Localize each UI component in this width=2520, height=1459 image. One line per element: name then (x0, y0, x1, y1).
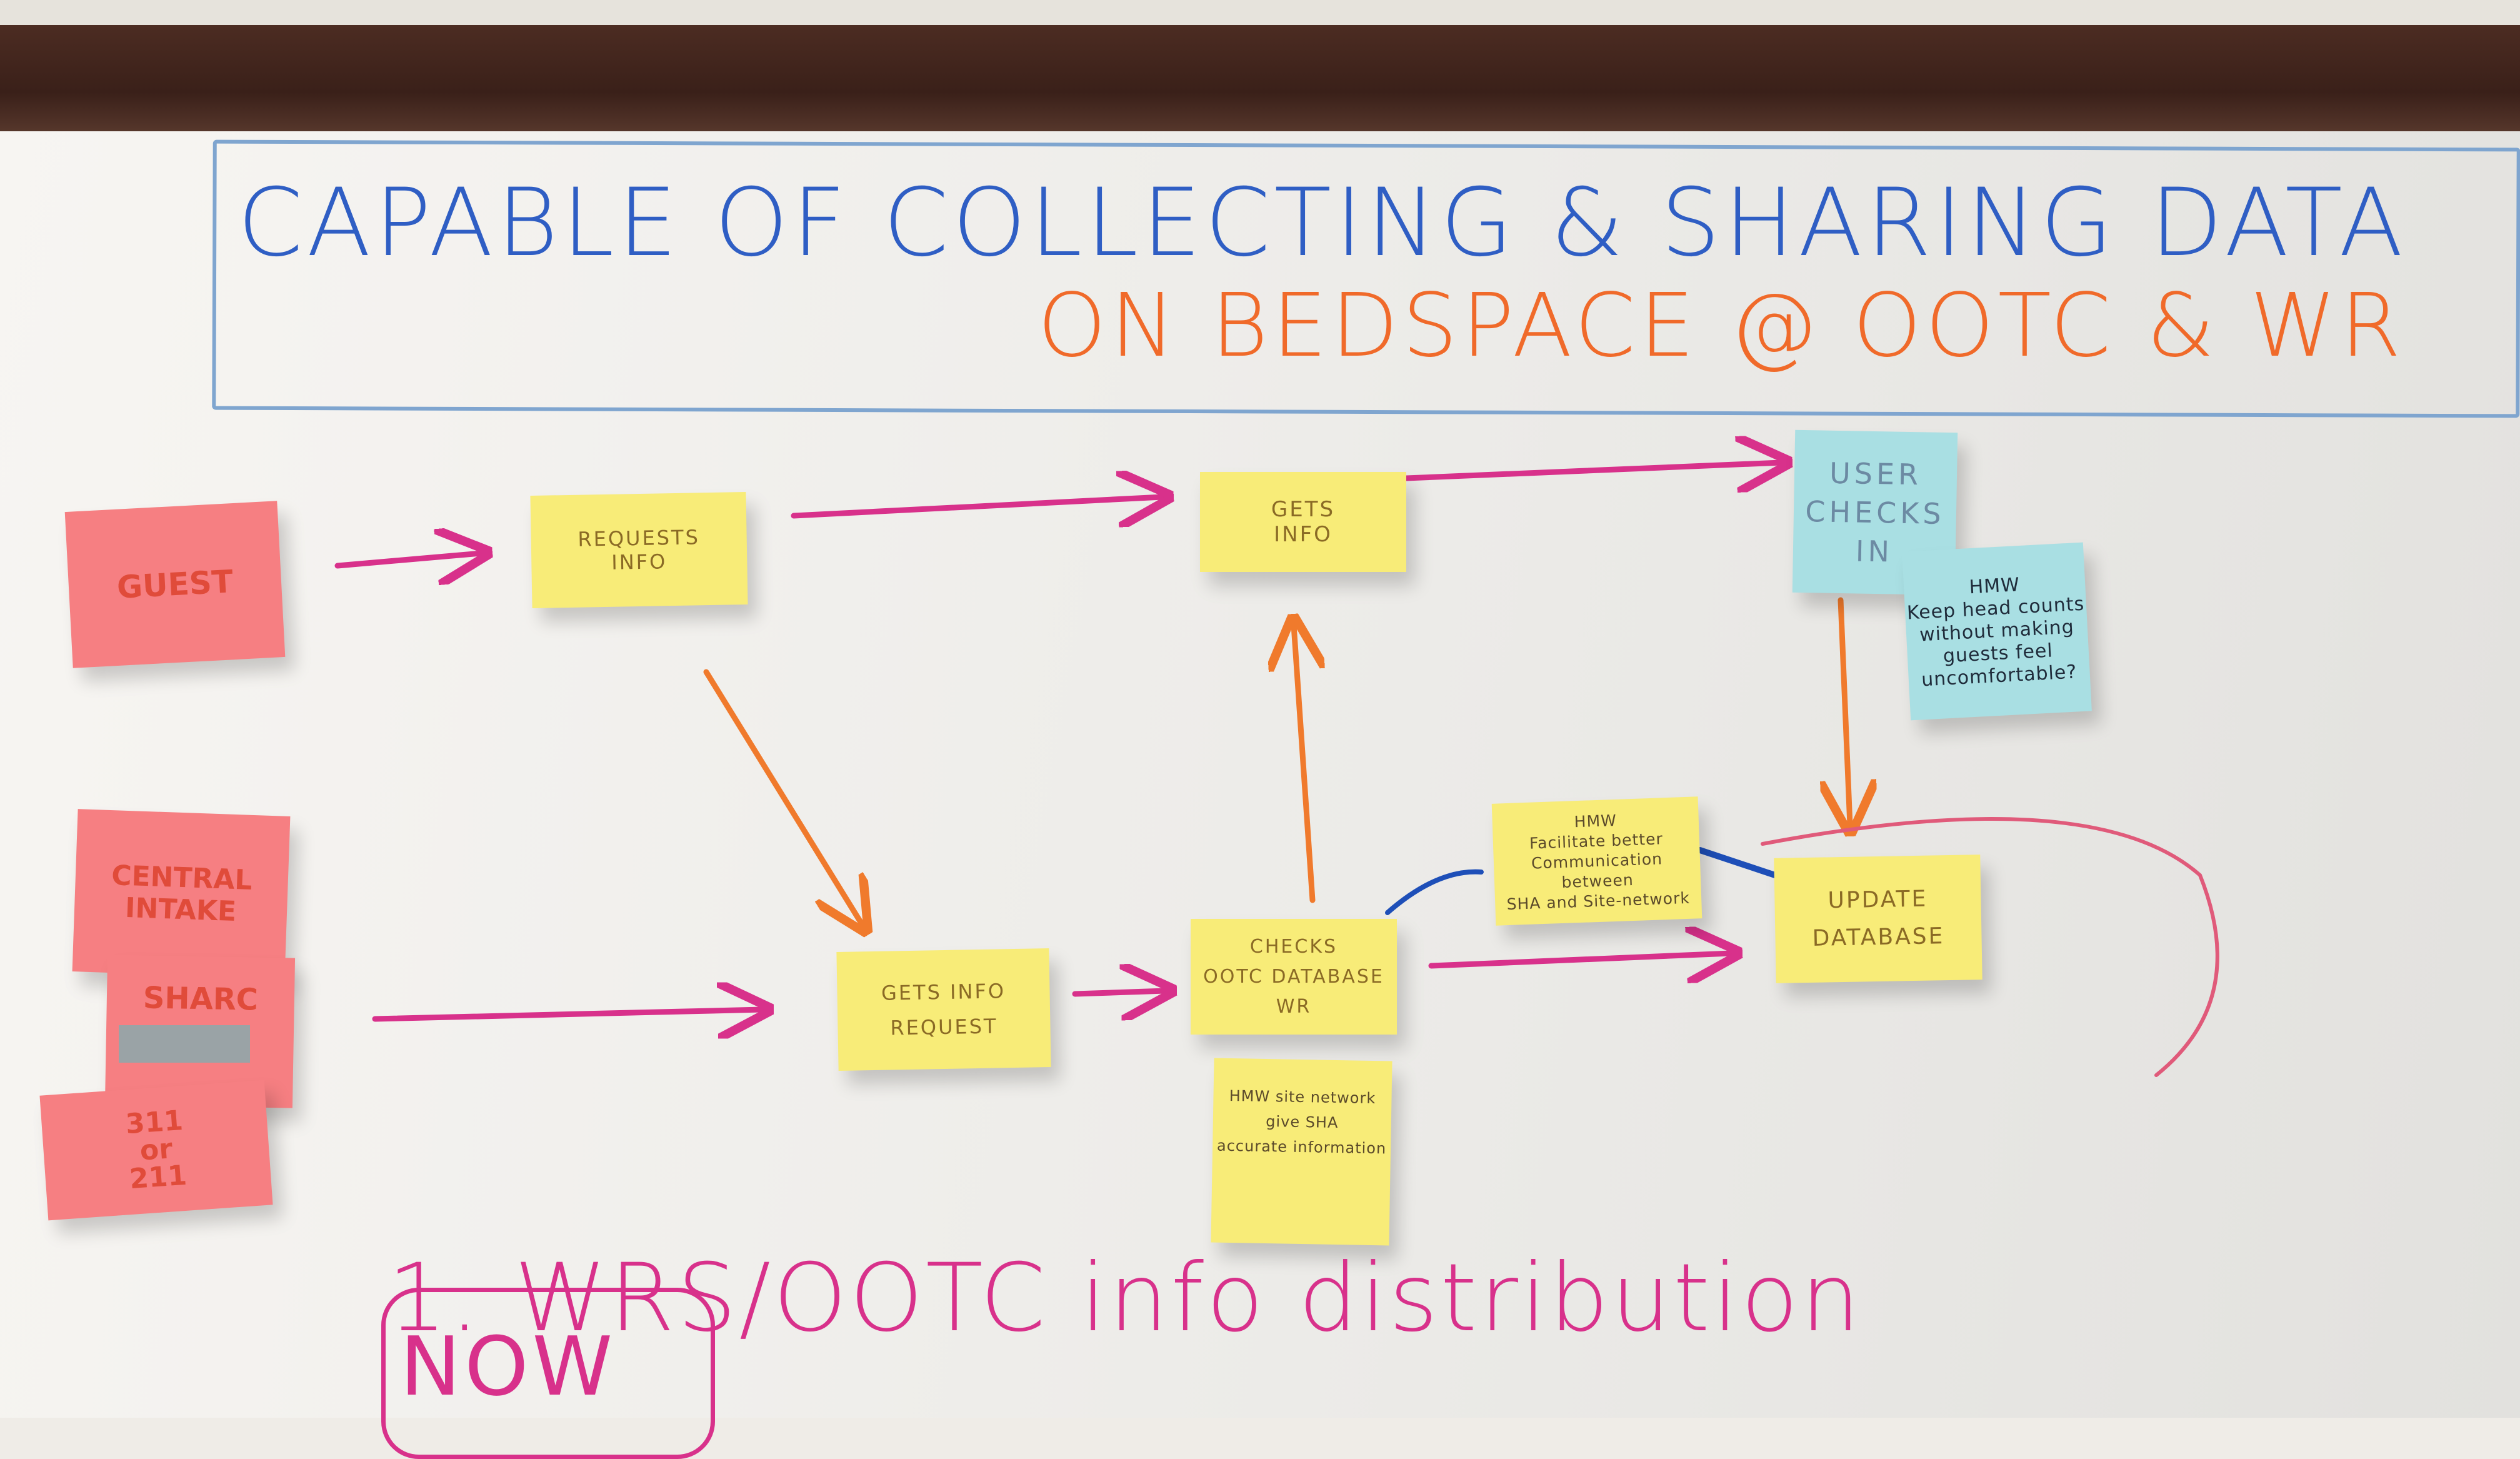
now-label: NOW (400, 1319, 617, 1414)
arrow-guest-to-requests (334, 553, 481, 566)
sticky-central-intake: CENTRAL INTAKE (72, 809, 291, 979)
sticky-gets-info-label: GETS INFO (1271, 497, 1336, 547)
sticky-checks-database: CHECKS OOTC DATABASE WR (1191, 919, 1397, 1035)
arrow-requests-to-gets (791, 497, 1162, 516)
sticky-hmw-accurate: HMW site network give SHA accurate infor… (1211, 1058, 1392, 1246)
blue-connector-left (1385, 869, 1484, 915)
arrow-checks-to-getsinfo (1294, 625, 1312, 903)
arrow-user-to-update (1841, 597, 1850, 825)
sticky-sharc-label: SHARC (142, 980, 259, 1018)
sticky-hmw-accurate-text: HMW site network give SHA accurate infor… (1216, 1086, 1387, 1158)
flow-arrows (334, 0, 2219, 1077)
sticky-hmw-headcounts: HMW Keep head counts without making gues… (1902, 542, 2092, 721)
sticky-gets-info-request-label: GETS INFO REQUEST (881, 979, 1006, 1040)
blue-connector-right (1697, 847, 1778, 878)
sticky-requests-info: REQUESTS INFO (530, 492, 748, 608)
sticky-update-database: UPDATE DATABASE (1774, 855, 1982, 983)
title-line-1: CAPABLE OF COLLECTING & SHARING DATA (238, 169, 2407, 278)
whiteboard-ledge (0, 25, 2520, 138)
sticky-hmw-communication-text: HMW Facilitate better Communication betw… (1506, 811, 1691, 913)
sticky-gets-info-request: GETS INFO REQUEST (836, 948, 1051, 1071)
sticky-311: 311 or 211 (39, 1080, 273, 1221)
sticky-checks-database-label: CHECKS OOTC DATABASE WR (1203, 935, 1384, 1018)
sticky-gets-info: GETS INFO (1200, 472, 1406, 572)
sticky-311-label: 311 or 211 (124, 1104, 188, 1196)
sticky-central-intake-label: CENTRAL INTAKE (111, 860, 253, 928)
tape-strip (119, 1025, 250, 1063)
loop-curve (1761, 817, 2219, 1077)
arrow-gets-to-user (1403, 463, 1781, 478)
arrow-getsrequest-to-checks (1072, 991, 1166, 994)
title-line-2: ON BEDSPACE @ OOTC & WR (1038, 275, 2405, 377)
sticky-hmw-headcounts-text: HMW Keep head counts without making gues… (1906, 574, 2085, 691)
sticky-requests-info-label: REQUESTS INFO (578, 525, 701, 574)
arrow-checks-to-update (1428, 953, 1731, 966)
sticky-update-database-label: UPDATE DATABASE (1812, 886, 1945, 951)
sticky-guest-label: GUEST (116, 563, 234, 606)
arrow-requests-to-getsrequest (703, 669, 862, 925)
bottom-item-1: 1. WRS/OOTC info distribution (388, 1244, 1863, 1353)
sticky-hmw-communication: HMW Facilitate better Communication betw… (1491, 796, 1702, 926)
sticky-guest: GUEST (64, 501, 286, 668)
arrow-intake-to-getsrequest (372, 1010, 762, 1019)
